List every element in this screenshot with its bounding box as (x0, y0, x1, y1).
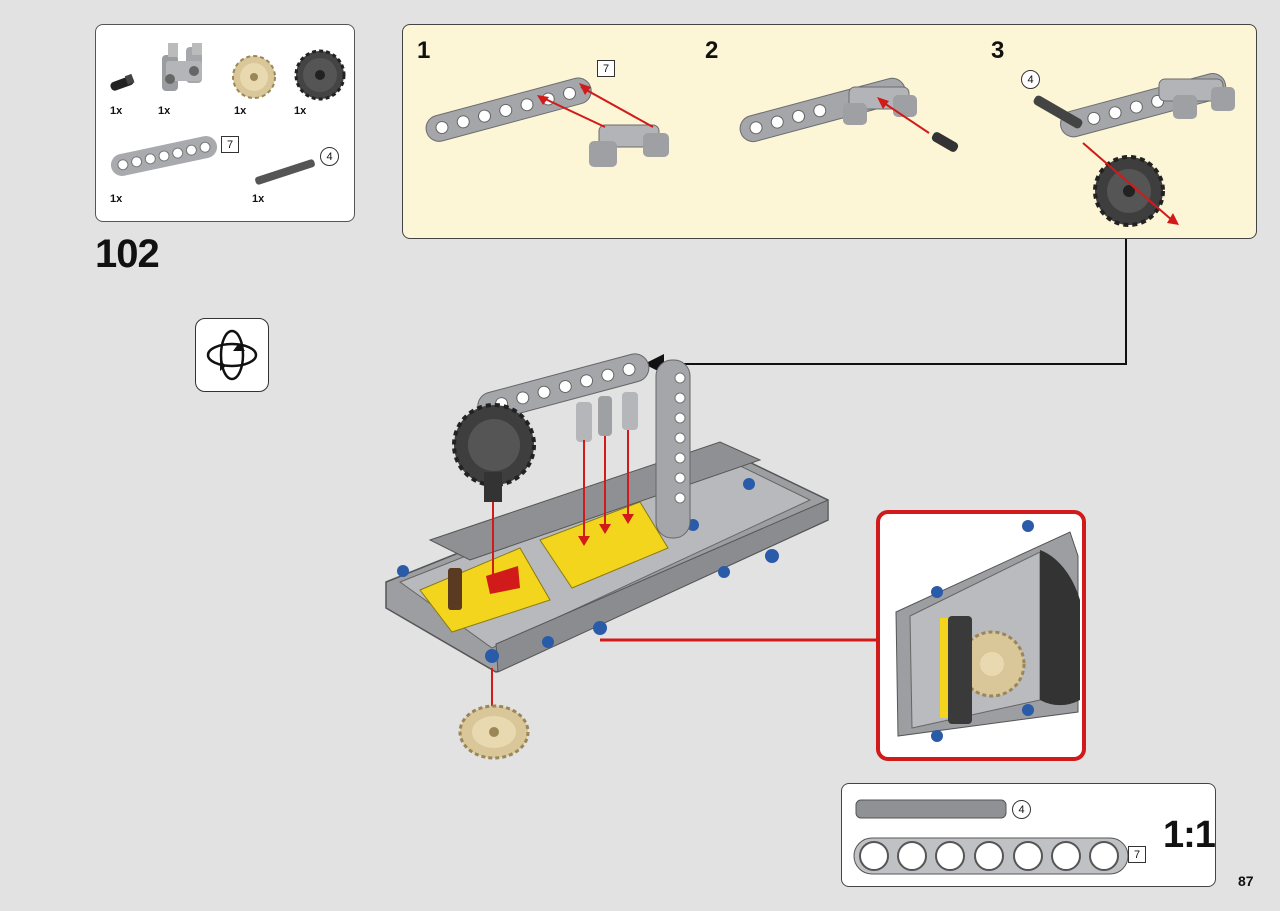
subassembly-panel: 1 2 3 7 4 (402, 24, 1257, 239)
placed-subassembly (452, 353, 650, 502)
step-number: 102 (95, 232, 160, 276)
substep-label: 3 (991, 37, 1005, 64)
scale-size-badge: 4 (1012, 800, 1031, 819)
beam-7-scale-icon (853, 837, 1129, 875)
gear-tan-20-icon (232, 55, 276, 99)
detail-callout (876, 510, 1086, 761)
substep-3-drawing (1033, 73, 1235, 227)
part-qty: 1x (110, 105, 123, 117)
part-qty: 1x (252, 193, 265, 205)
scale-label: 1:1 (1163, 814, 1216, 856)
vertical-beam (655, 359, 691, 539)
substep-2-drawing (739, 77, 959, 152)
part-qty: 1x (110, 193, 123, 205)
part-qty: 1x (158, 105, 171, 117)
part-size-badge: 7 (221, 136, 239, 153)
assembly-connector-line (660, 239, 1127, 365)
gear-tan-placement (458, 704, 530, 760)
substep-1-drawing (425, 77, 669, 167)
substep-label: 2 (705, 37, 719, 64)
chassis-frame (385, 441, 829, 673)
part-size-badge: 4 (320, 147, 339, 166)
axle-4-icon (255, 159, 315, 185)
substep-label: 1 (417, 37, 431, 64)
scale-size-badge: 7 (1128, 846, 1146, 863)
page-number: 87 (1238, 873, 1254, 889)
substep-size-badge: 4 (1021, 70, 1040, 89)
beam-7-icon (110, 136, 218, 176)
axle-4-scale-icon (855, 799, 1007, 819)
parts-images (110, 43, 346, 185)
rotate-model-icon[interactable] (195, 318, 269, 392)
placement-arrowheads (487, 514, 634, 586)
gear-dark-24-icon (294, 49, 346, 101)
cross-block-gray-icon (162, 43, 202, 91)
parts-list: 1x 1x 1x 1x 1x 1x 7 4 (95, 24, 355, 222)
part-qty: 1x (234, 105, 247, 117)
substep-size-badge: 7 (597, 60, 615, 77)
subassembly-drawings (425, 73, 1235, 227)
placement-arrows (491, 430, 629, 710)
scale-drawings (853, 799, 1129, 875)
connector-peg-black-icon (110, 73, 135, 91)
part-qty: 1x (294, 105, 307, 117)
scale-reference-box: 4 7 (841, 783, 1216, 887)
